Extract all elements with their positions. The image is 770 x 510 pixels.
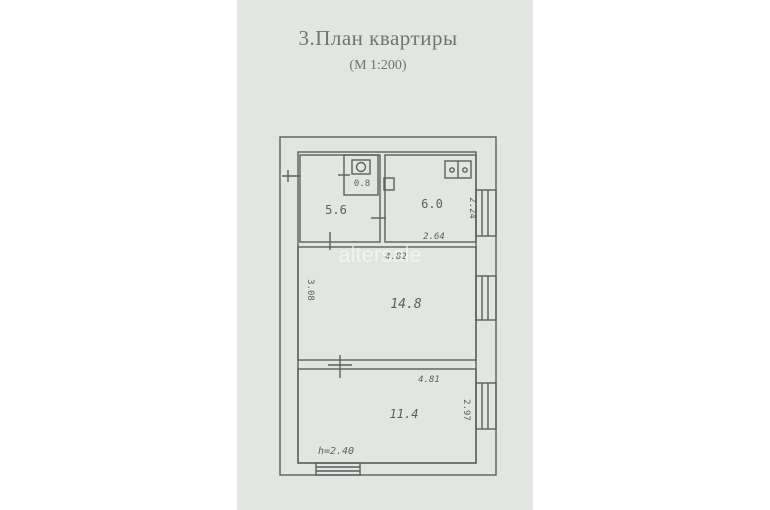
bedroom-area: 11.4 xyxy=(390,407,419,421)
dim-living-depth: 3.08 xyxy=(305,279,315,301)
dim-living-width: 4.82 xyxy=(385,252,407,262)
page-title: 3.План квартиры xyxy=(298,26,458,50)
dim-kitchen-width: 2.64 xyxy=(423,232,445,242)
window-kitchen xyxy=(475,189,497,237)
watermark-text: altersale xyxy=(338,242,421,267)
window-bedroom xyxy=(475,382,497,430)
dim-bedroom-width: 4.81 xyxy=(418,375,440,385)
outer-wall-inner xyxy=(297,151,477,464)
ceiling-height-label: h=2.40 xyxy=(318,446,354,457)
room-small-wall xyxy=(299,154,381,243)
window-living xyxy=(475,275,497,321)
bathroom-area: 0.8 xyxy=(354,179,370,189)
dim-kitchen-height: 2.24 xyxy=(467,197,477,219)
room-small-area: 5.6 xyxy=(325,203,347,217)
dim-bedroom-depth: 2.97 xyxy=(461,399,471,421)
scale-label: (М 1:200) xyxy=(349,58,407,73)
outer-wall-outer xyxy=(279,136,497,476)
living-room-area: 14.8 xyxy=(390,297,421,312)
document-sheet xyxy=(237,0,533,510)
kitchen-area: 6.0 xyxy=(421,197,443,211)
window-bottom xyxy=(315,462,361,476)
